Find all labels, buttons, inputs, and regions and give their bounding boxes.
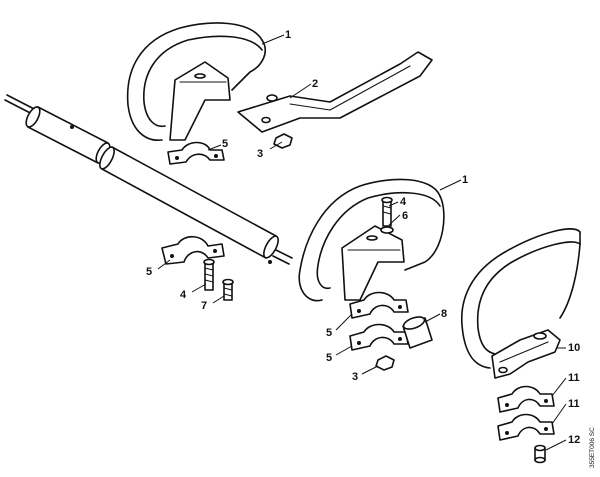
callout-12: 12 bbox=[568, 434, 580, 446]
callout-5: 5 bbox=[326, 352, 332, 364]
callout-11: 11 bbox=[568, 372, 580, 384]
clamp-upper bbox=[167, 141, 225, 165]
callout-3: 3 bbox=[257, 148, 263, 160]
screw-right bbox=[534, 444, 546, 464]
callout-6: 6 bbox=[402, 210, 408, 222]
screw-washer-middle bbox=[380, 196, 394, 234]
clamp-lower-left bbox=[161, 235, 234, 301]
callout-8: 8 bbox=[441, 308, 447, 320]
callout-3: 3 bbox=[352, 371, 358, 383]
sleeve bbox=[402, 316, 433, 349]
bike-handle-upper bbox=[126, 22, 266, 141]
handle-lever bbox=[237, 51, 433, 133]
clamp-right-a bbox=[497, 385, 555, 413]
drawing-code: 355ET006 SC bbox=[589, 427, 596, 468]
callout-2: 2 bbox=[312, 78, 318, 90]
nut-upper bbox=[273, 133, 293, 149]
callout-10: 10 bbox=[568, 342, 580, 354]
callout-11: 11 bbox=[568, 398, 580, 410]
callout-1: 1 bbox=[462, 174, 468, 186]
nut-middle bbox=[375, 355, 395, 371]
callout-5: 5 bbox=[326, 327, 332, 339]
loop-handle-right bbox=[460, 228, 581, 379]
callout-5: 5 bbox=[222, 138, 228, 150]
clamp-middle-a bbox=[349, 291, 409, 319]
callout-4: 4 bbox=[180, 289, 187, 301]
clamp-middle-b bbox=[349, 323, 409, 351]
drive-shaft bbox=[4, 94, 293, 265]
callout-1: 1 bbox=[285, 29, 291, 41]
bike-handle-middle bbox=[298, 178, 445, 302]
callout-5: 5 bbox=[146, 266, 152, 278]
callout-7: 7 bbox=[201, 300, 207, 312]
callout-4: 4 bbox=[400, 196, 407, 208]
callout-labels: 1 2 3 5 1 4 6 5 4 7 8 5 5 3 10 11 11 12 bbox=[146, 29, 580, 446]
clamp-right-b bbox=[497, 413, 555, 441]
leader-lines bbox=[157, 34, 567, 451]
